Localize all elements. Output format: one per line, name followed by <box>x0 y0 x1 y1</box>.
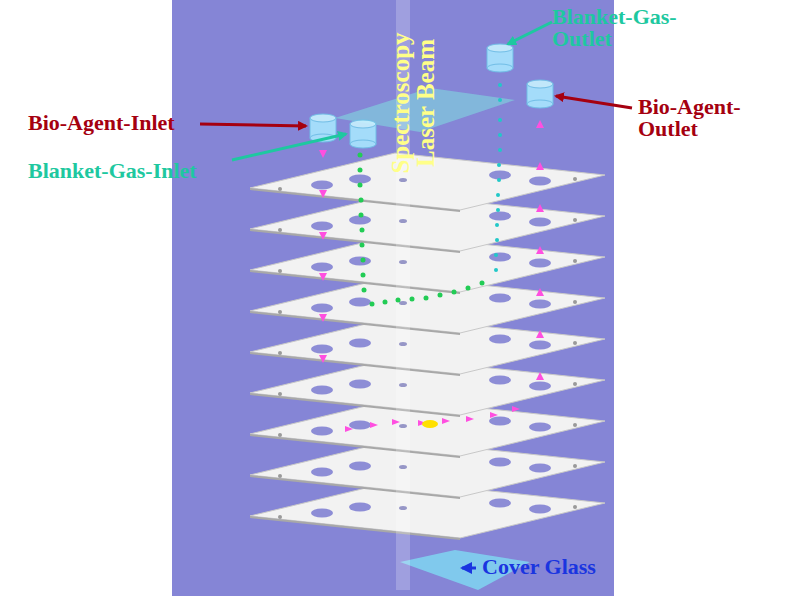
beam-label: Spectroscopy Laser Beam <box>388 12 438 194</box>
outlet-label: Bio-Agent-Outlet <box>638 96 776 140</box>
inlet-label: Bio-Agent-Inlet <box>28 112 203 134</box>
outlet-label: Blanket-Gas-Outlet <box>552 6 702 50</box>
inlet-label: Blanket-Gas-Inlet <box>28 160 228 182</box>
part-label: Cover Glass <box>482 556 612 578</box>
